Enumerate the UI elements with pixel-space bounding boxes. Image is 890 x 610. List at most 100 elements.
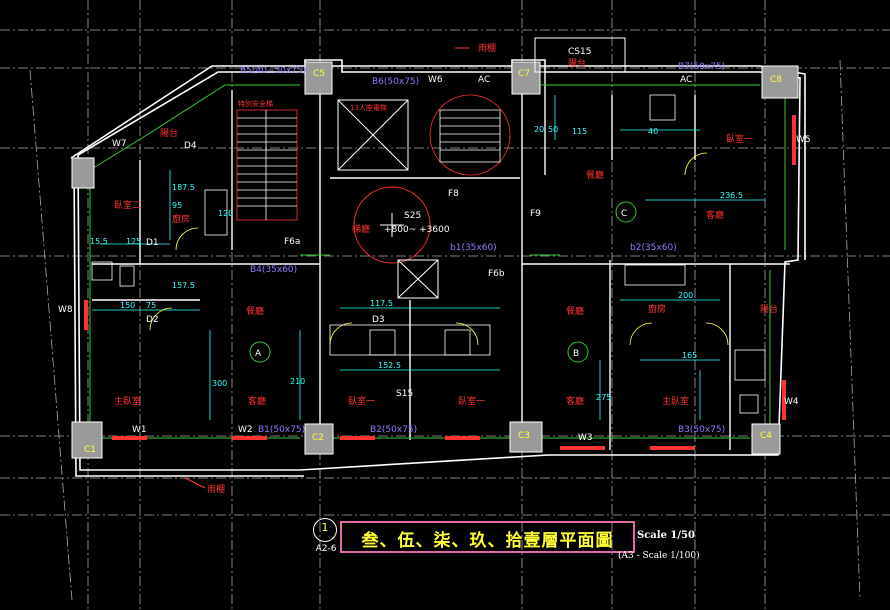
dim-text-157: 157.5	[172, 281, 195, 290]
column-c5-box	[304, 61, 333, 95]
window-w3-label: W3	[578, 433, 593, 443]
dim-text-165: 165	[682, 351, 697, 360]
column-c7-label: C7	[518, 69, 530, 79]
scale-main-label: Scale 1/50	[637, 530, 695, 541]
dimension-lines	[92, 95, 765, 420]
dim-text-117: 117.5	[370, 299, 393, 308]
window-bars	[84, 115, 796, 450]
unit-c-label: C	[621, 209, 627, 219]
sheet-number: A2-6	[315, 544, 337, 554]
door-swings	[149, 152, 729, 346]
room-kitchen-a: 廚房	[172, 213, 190, 225]
room-dining-c: 餐廳	[586, 169, 604, 181]
dim-text-300: 300	[212, 379, 227, 388]
elevation-note: +800~ +3600	[384, 225, 450, 235]
stair-treads	[237, 117, 297, 207]
beam-b2-small-label: b2(35x60)	[630, 243, 677, 253]
column-c1-label: C1	[84, 445, 96, 455]
dim-text-150: 150	[120, 301, 135, 310]
columns	[71, 61, 799, 459]
slab-s15-label: S15	[396, 389, 413, 399]
beam-b2-label: B2(50x75)	[370, 425, 417, 435]
window-w1-label: W1	[132, 425, 147, 435]
dim-text-50: 50	[548, 125, 558, 134]
interior-walls	[92, 72, 790, 450]
column-c4-box	[751, 423, 781, 455]
room-living-a: 客廳	[248, 395, 266, 407]
fixtures	[91, 94, 766, 414]
column-c3-box	[509, 421, 543, 453]
room-bedroom1-c: 臥室一	[726, 133, 753, 145]
column-c5-label: C5	[313, 69, 325, 79]
door-d4-label: D4	[184, 141, 197, 151]
column-c9-box	[71, 157, 95, 189]
dim-text-115: 115	[572, 127, 587, 136]
unit-a-label: A	[255, 349, 262, 359]
beam-b6-label: B6(50x75)	[372, 77, 419, 87]
window-w4-label: W4	[784, 397, 799, 407]
elevator2-label: 特別安全梯	[238, 99, 273, 108]
window-w7-label: W7	[112, 139, 127, 149]
room-bedroom1-b: 臥室一	[458, 395, 485, 407]
door-f6a-label: F6a	[284, 237, 300, 247]
door-d1-label: D1	[146, 238, 159, 248]
window-w8-label: W8	[58, 305, 73, 315]
dim-text-75: 75	[146, 301, 156, 310]
room-balcony-b: 陽台	[760, 303, 778, 315]
dim-text-120: 120	[218, 209, 233, 218]
door-f6b-label: F6b	[488, 269, 505, 279]
cs15-label: CS15	[568, 47, 591, 57]
unit-b-label: B	[573, 349, 579, 359]
dim-text-125: 125	[126, 237, 141, 246]
room-dining-a: 餐廳	[246, 305, 264, 317]
column-c2-label: C2	[312, 433, 324, 443]
room-master-b: 主臥室	[662, 395, 689, 407]
room-bedroom2-c: 臥室二	[114, 199, 141, 211]
room-balcony-c: 陽台	[568, 57, 586, 69]
slab-s25-label: S25	[404, 211, 421, 221]
room-dining-b: 餐廳	[566, 305, 584, 317]
plan-title: 叁、伍、柒、玖、拾壹層平面圖	[361, 531, 614, 551]
window-w2-label: W2	[238, 425, 253, 435]
room-hall: 梯廳	[352, 223, 370, 235]
dim-text-275: 275	[596, 393, 611, 402]
stair-left	[236, 109, 298, 221]
door-f9-label: F9	[530, 209, 541, 219]
elevator-label: 13人座電梯	[350, 103, 387, 112]
dim-text-236: 236.5	[720, 191, 743, 200]
elevator-shaft	[337, 99, 409, 171]
dim-text-40: 40	[648, 127, 658, 136]
plan-title-box: 叁、伍、柒、玖、拾壹層平面圖	[340, 521, 635, 553]
label-parapet-top: 雨棚	[478, 42, 496, 54]
door-d3-label: D3	[372, 315, 385, 325]
dim-text-200: 200	[678, 291, 693, 300]
beam-b4-label: B4(35x60)	[250, 265, 297, 275]
room-living-c: 客廳	[706, 209, 724, 221]
room-living-b: 客廳	[566, 395, 584, 407]
room-kitchen-b: 廚房	[648, 303, 666, 315]
column-c4-label: C4	[760, 431, 772, 441]
drawing-number: 1	[321, 521, 329, 534]
ac-label-1: AC	[478, 75, 490, 85]
unit-markers	[249, 201, 637, 363]
column-c1-box	[71, 421, 103, 459]
dim-text-152: 152.5	[378, 361, 401, 370]
dim-text-20: 20	[534, 125, 544, 134]
label-parapet-bottom: 雨棚	[207, 483, 225, 495]
hall-ceiling-circle	[353, 186, 431, 264]
window-w6-label: W6	[428, 75, 443, 85]
door-d2-label: D2	[146, 315, 159, 325]
scale-a3-label: (A3 - Scale 1/100)	[618, 551, 700, 561]
room-balcony-a: 陽台	[160, 127, 178, 139]
beam-b1-small-label: b1(35x60)	[450, 243, 497, 253]
center-shaft	[397, 259, 439, 299]
dim-text-187: 187.5	[172, 183, 195, 192]
beam-b5-label: B5(40~50x75)	[240, 66, 306, 76]
cs15-balcony	[534, 37, 626, 73]
door-f8-label: F8	[448, 189, 459, 199]
room-master-a: 主臥室	[114, 395, 141, 407]
column-c3-label: C3	[518, 431, 530, 441]
